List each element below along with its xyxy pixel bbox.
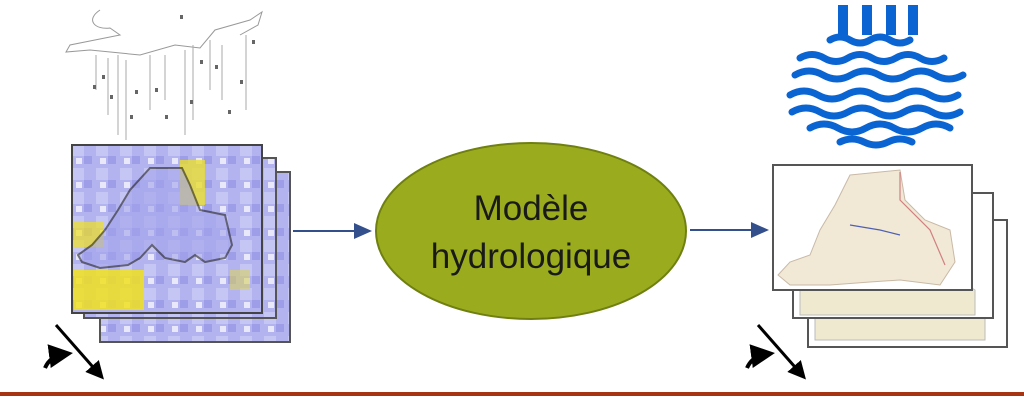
- water-flow-icon: [786, 5, 967, 149]
- model-label-line1: Modèle: [474, 189, 589, 228]
- catchment-outline: [76, 167, 234, 270]
- bottom-divider: [0, 392, 1024, 396]
- model-label-line2: hydrologique: [431, 237, 631, 276]
- discharge-map-stack: [772, 164, 1008, 348]
- hydrological-model-node: Modèle hydrologique: [375, 142, 687, 320]
- rain-cloud-icon: [65, 9, 263, 140]
- time-arrow-icon: [43, 324, 104, 380]
- time-arrow-icon: [745, 324, 806, 380]
- rainfall-map-stack: [71, 144, 291, 343]
